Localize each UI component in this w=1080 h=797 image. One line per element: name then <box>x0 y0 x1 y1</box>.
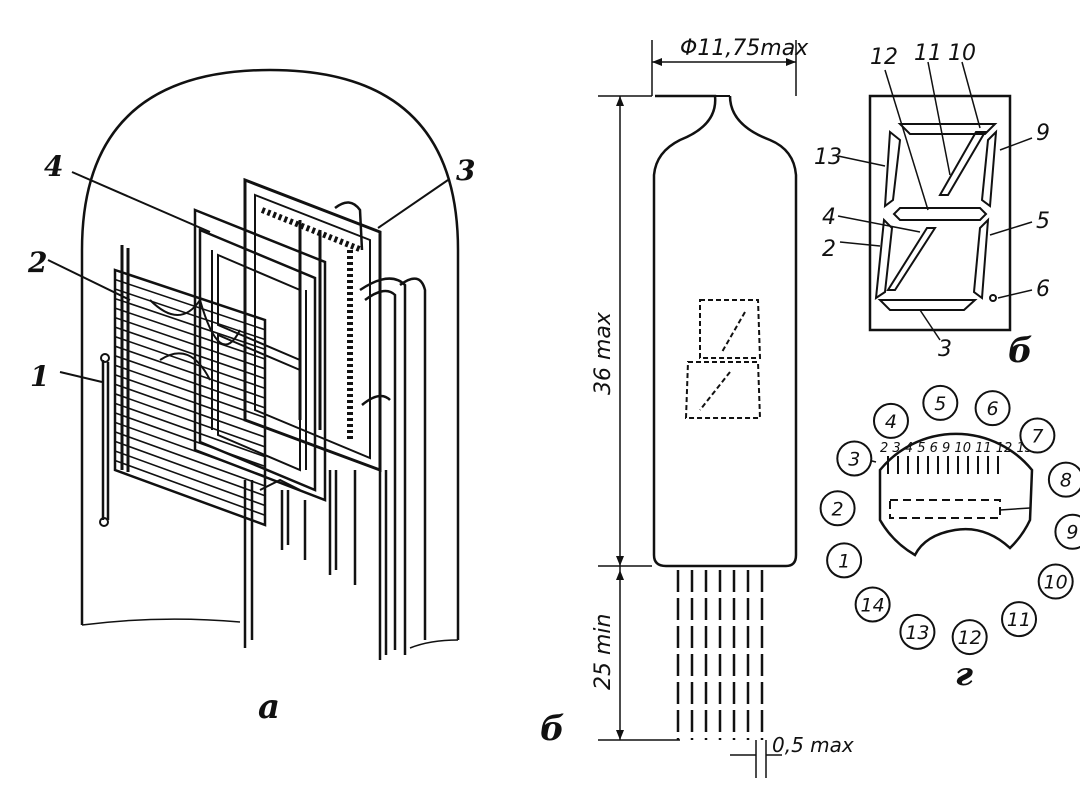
view-c-segments: 12 11 10 9 13 4 2 5 6 3 б <box>814 41 1050 371</box>
caption-c: б <box>1008 331 1033 371</box>
caption-d: г <box>955 655 973 693</box>
pin-9: 9 <box>1054 513 1080 550</box>
anode-plate <box>198 228 317 492</box>
pin-label: 1 <box>838 550 850 572</box>
pin-14: 14 <box>854 586 891 623</box>
pin-label: 3 <box>848 448 860 470</box>
callout-2: 2 <box>27 246 47 279</box>
pin-label: 9 <box>1066 522 1078 544</box>
callout-4: 4 <box>44 150 63 183</box>
pin-6: 6 <box>974 390 1011 427</box>
segment-label-4: 4 <box>822 205 836 230</box>
callout-1: 1 <box>30 360 49 393</box>
pin-label: 8 <box>1060 470 1072 492</box>
height-label: 36 max <box>591 311 616 395</box>
pin-label: 6 <box>987 398 999 420</box>
segment-label-9: 9 <box>1036 121 1050 146</box>
pin-11: 11 <box>1001 601 1038 638</box>
pin-label: 10 <box>1044 572 1068 594</box>
pin-10: 10 <box>1037 563 1074 600</box>
segment-label-6: 6 <box>1036 277 1050 302</box>
pin-1: 1 <box>826 542 863 579</box>
segment-label-12: 12 <box>870 45 898 70</box>
pin-7: 7 <box>1019 417 1056 454</box>
pin-label: 5 <box>934 393 946 415</box>
cathode-wire <box>101 360 110 520</box>
view-a-structure: 1 2 3 4 а <box>27 68 475 727</box>
base-outline <box>878 432 1034 557</box>
segment-label-11: 11 <box>914 41 942 66</box>
pin-5: 5 <box>922 384 959 421</box>
pin-label: 2 <box>832 498 844 520</box>
pin-label: 7 <box>1031 426 1043 448</box>
pin-2: 2 <box>819 490 856 527</box>
middle-plate <box>193 208 327 502</box>
tube-body <box>652 94 798 568</box>
caption-b: б <box>540 709 565 749</box>
pin-label: 4 <box>885 411 897 433</box>
callout-3: 3 <box>456 154 475 187</box>
pin-label: 13 <box>905 622 929 644</box>
grid-mesh <box>113 245 267 527</box>
pin-3: 3 <box>836 440 873 477</box>
segment-label-10: 10 <box>948 41 976 66</box>
segment-label-2: 2 <box>822 237 836 262</box>
inner-pin-labels: 2 3 4 5 6 9 10 11 12 13 <box>880 441 1033 456</box>
pin-8: 8 <box>1047 461 1080 498</box>
pin-4: 4 <box>872 402 909 439</box>
view-b-outline: Φ11,75max 36 max 25 min 0,5 max б <box>540 36 854 778</box>
segment-label-5: 5 <box>1036 209 1050 234</box>
diameter-label: Φ11,75max <box>680 36 809 61</box>
pin-label: 14 <box>861 594 885 616</box>
digit-window <box>684 299 762 419</box>
segment-label-13: 13 <box>814 145 842 170</box>
pin-13: 13 <box>899 613 936 650</box>
lead-length-label: 25 min <box>591 614 616 690</box>
segment-frame <box>868 94 1012 332</box>
pin-12: 12 <box>951 619 988 656</box>
lead-diameter-label: 0,5 max <box>772 733 854 757</box>
caption-a: а <box>258 687 280 727</box>
segment-label-3: 3 <box>938 337 952 362</box>
leads <box>676 570 764 740</box>
pin-label: 12 <box>958 627 982 649</box>
pin-label: 11 <box>1007 609 1031 631</box>
glass-envelope <box>80 68 460 640</box>
